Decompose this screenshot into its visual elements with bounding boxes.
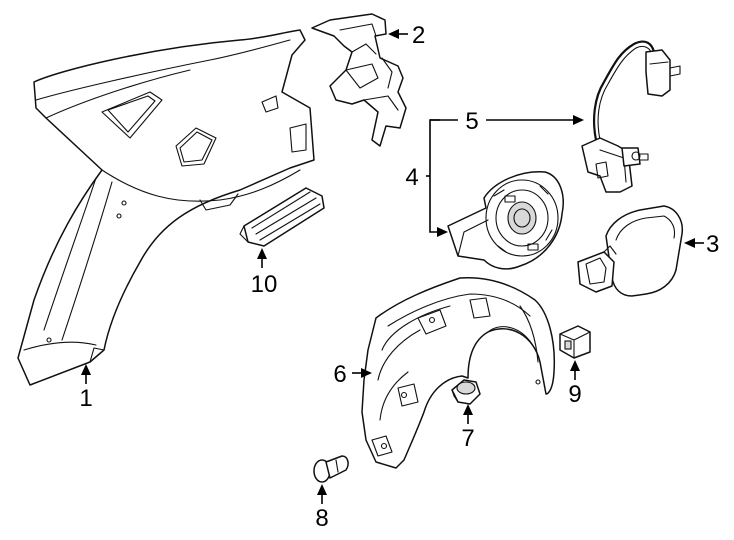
part-5-actuator[interactable]	[581, 40, 681, 193]
callout-4: 4	[405, 164, 418, 191]
callout-2: 2	[412, 22, 425, 49]
callout-10: 10	[251, 271, 278, 298]
arrow-4	[437, 227, 448, 237]
callout-8: 8	[315, 505, 328, 532]
part-3-fuel-door[interactable]	[577, 205, 684, 297]
callout-labels: 1 2 3 4 5 6 7 8 9 10	[79, 22, 719, 532]
arrow-1	[81, 364, 91, 375]
callout-5: 5	[465, 108, 478, 135]
part-2-bracket[interactable]	[311, 13, 407, 147]
leader-lines	[81, 29, 704, 504]
leader-4	[429, 119, 440, 233]
callout-6: 6	[333, 361, 346, 388]
part-8-push-pin[interactable]	[313, 455, 349, 483]
arrow-5	[573, 115, 584, 125]
part-1-quarter-panel[interactable]	[17, 29, 315, 386]
arrow-8	[317, 484, 327, 495]
part-6-liner[interactable]	[361, 277, 556, 469]
part-10-pad[interactable]	[239, 187, 325, 247]
arrow-10	[257, 248, 267, 259]
callout-9: 9	[568, 381, 581, 408]
arrow-9	[570, 360, 580, 371]
part-9-clip[interactable]	[559, 325, 591, 359]
arrow-7	[463, 404, 473, 415]
callout-1: 1	[79, 385, 92, 412]
arrow-6	[361, 368, 372, 378]
arrow-2	[388, 29, 399, 39]
arrow-3	[684, 238, 695, 248]
callout-3: 3	[706, 231, 719, 258]
part-7-nut[interactable]	[451, 379, 481, 405]
callout-7: 7	[461, 425, 474, 452]
part-4-filler-housing[interactable]	[447, 171, 564, 270]
